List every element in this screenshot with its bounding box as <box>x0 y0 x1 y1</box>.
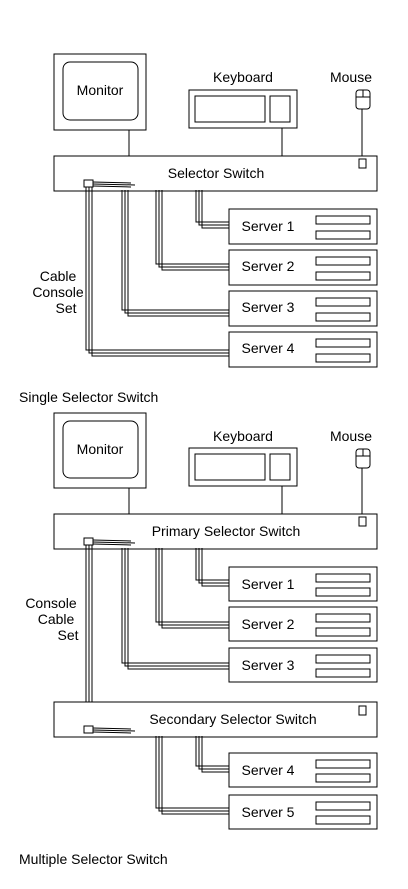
cable-label-line1: Cable <box>40 268 77 284</box>
caption: Single Selector Switch <box>19 389 158 405</box>
caption: Multiple Selector Switch <box>19 851 168 867</box>
server: Server 4 <box>228 331 378 368</box>
server-label: Server 4 <box>242 762 295 778</box>
primary-switch-label: Primary Selector Switch <box>152 523 301 539</box>
keyboard-label: Keyboard <box>213 428 273 444</box>
server-label: Server 1 <box>242 576 295 592</box>
mouse-label: Mouse <box>330 428 372 444</box>
multiple-switch-diagram: Monitor Keyboard Mouse Primary Selector … <box>19 412 378 867</box>
monitor-label: Monitor <box>77 82 124 98</box>
cable-harness <box>83 725 136 734</box>
keyboard <box>188 89 298 129</box>
server-label: Server 3 <box>242 657 295 673</box>
server-label: Server 1 <box>242 218 295 234</box>
server-label: Server 3 <box>242 299 295 315</box>
cable-label-line1: Console <box>25 595 77 611</box>
cable-harness <box>83 537 136 546</box>
primary-selector-switch: Primary Selector Switch <box>53 513 378 550</box>
mouse-label: Mouse <box>330 69 372 85</box>
secondary-selector-switch: Secondary Selector Switch <box>53 701 378 738</box>
server-cables <box>85 545 229 702</box>
server: Server 4 <box>228 752 378 788</box>
single-switch-diagram: Monitor Keyboard Mouse Selector Switch <box>19 53 378 405</box>
server: Server 2 <box>228 606 378 642</box>
server-label: Server 5 <box>242 804 295 820</box>
server-label: Server 2 <box>242 616 295 632</box>
server: Server 1 <box>228 208 378 245</box>
server: Server 2 <box>228 249 378 286</box>
server: Server 3 <box>228 290 378 327</box>
selector-switch-label: Selector Switch <box>168 165 264 181</box>
keyboard <box>188 447 298 487</box>
server: Server 5 <box>228 794 378 830</box>
cable-label-line3: Set <box>57 627 78 643</box>
monitor: Monitor <box>53 412 147 489</box>
selector-switch: Selector Switch <box>53 155 378 192</box>
secondary-switch-label: Secondary Selector Switch <box>149 711 316 727</box>
server-label: Server 4 <box>242 340 295 356</box>
cable-label-line3: Set <box>55 300 76 316</box>
server-cables <box>85 187 229 357</box>
cable-label-line2: Console <box>32 284 84 300</box>
server-label: Server 2 <box>242 258 295 274</box>
mouse <box>355 448 371 469</box>
server: Server 3 <box>228 647 378 683</box>
mouse <box>355 89 371 110</box>
keyboard-label: Keyboard <box>213 69 273 85</box>
server: Server 1 <box>228 566 378 602</box>
server-cables <box>155 736 229 815</box>
monitor-label: Monitor <box>77 441 124 457</box>
monitor: Monitor <box>53 53 147 131</box>
cable-label-line2: Cable <box>38 611 75 627</box>
